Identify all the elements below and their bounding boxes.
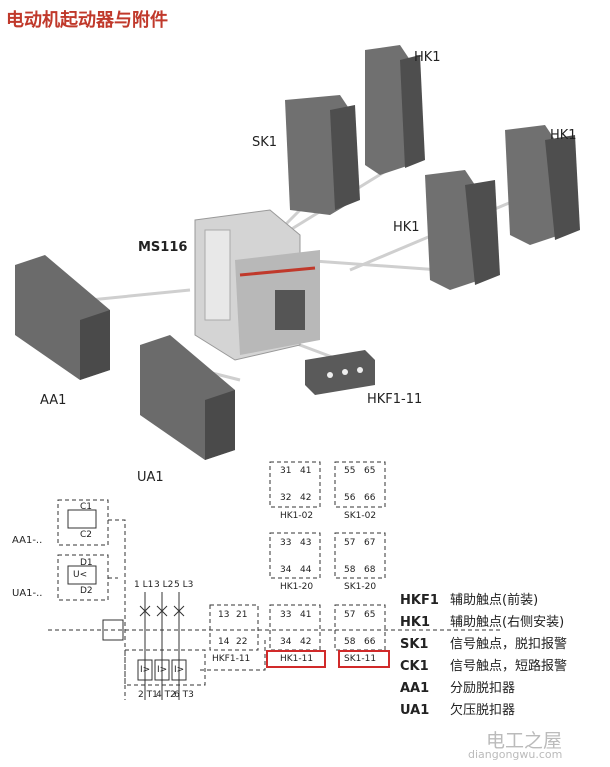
highlight-hk1-11 — [266, 650, 326, 668]
pin: 41 — [300, 466, 312, 476]
pin: 33 — [280, 538, 292, 548]
highlight-sk1-11 — [338, 650, 390, 668]
schematic-d2: D2 — [80, 586, 93, 596]
contact-sk1-20-name: SK1-20 — [344, 582, 377, 592]
ua1-module — [140, 335, 235, 460]
pin: 65 — [364, 610, 376, 620]
contact-sk1-02-name: SK1-02 — [344, 511, 377, 521]
pin: 41 — [300, 610, 312, 620]
pin: 66 — [364, 493, 376, 503]
contact-sk1-11-name: SK1-11 — [344, 654, 377, 664]
pin: 44 — [300, 565, 312, 575]
schematic-term-bottom: 4 T2 — [156, 690, 176, 700]
schematic-term-bottom: 2 T1 — [138, 690, 158, 700]
pin: 56 — [344, 493, 356, 503]
pin: 67 — [364, 538, 376, 548]
pin: 33 — [280, 610, 292, 620]
pin: 32 — [280, 493, 292, 503]
schematic-term-bottom: 6 T3 — [174, 690, 194, 700]
hk1-top-module — [365, 45, 425, 175]
pin: 57 — [344, 538, 356, 548]
schematic-trip: I> — [174, 665, 185, 675]
contact-hk1-20-name: HK1-20 — [280, 582, 314, 592]
aa1-module — [15, 255, 110, 380]
schematic-c2: C2 — [80, 530, 93, 540]
label-hk1-right: HK1 — [550, 128, 577, 143]
ms116-breaker — [194, 209, 320, 361]
hk1-right-module — [505, 125, 580, 245]
label-ua1: UA1 — [137, 470, 164, 485]
pin: 68 — [364, 565, 376, 575]
page-title: 电动机起动器与附件 — [6, 10, 168, 31]
pin: 66 — [364, 637, 376, 647]
schematic-aa1-label: AA1-.. — [12, 535, 43, 546]
contact-hkf1-11-name: HKF1-11 — [212, 654, 251, 664]
pin: 34 — [280, 637, 292, 647]
label-aa1: AA1 — [40, 393, 67, 408]
schematic-term-top: 3 L2 — [154, 580, 174, 590]
pin: 65 — [364, 466, 376, 476]
pin: 13 — [218, 610, 230, 620]
label-hk1-mid: HK1 — [393, 220, 420, 235]
label-hk1-top: HK1 — [414, 50, 441, 65]
pin: 42 — [300, 637, 312, 647]
schematic-ua1-label: UA1-.. — [12, 588, 43, 599]
sk1-module — [285, 95, 360, 215]
pin: 21 — [236, 610, 248, 620]
label-sk1: SK1 — [252, 135, 278, 150]
watermark-text: 电工之屋 — [486, 730, 563, 752]
pin: 31 — [280, 466, 292, 476]
pin: 58 — [344, 637, 356, 647]
schematic-u: U< — [73, 570, 88, 580]
pin: 14 — [218, 637, 230, 647]
pin: 42 — [300, 493, 312, 503]
schematic-term-top: 1 L1 — [134, 580, 154, 590]
pin: 22 — [236, 637, 248, 647]
pin: 43 — [300, 538, 312, 548]
label-hkf1-11: HKF1-11 — [367, 392, 423, 407]
schematic-c1: C1 — [80, 502, 93, 512]
hk1-mid-module — [425, 170, 500, 290]
schematic-d1: D1 — [80, 558, 93, 568]
schematic-trip: I> — [140, 665, 151, 675]
pin: 57 — [344, 610, 356, 620]
pin: 58 — [344, 565, 356, 575]
schematic-term-top: 5 L3 — [174, 580, 194, 590]
contact-hk1-02-name: HK1-02 — [280, 511, 314, 521]
label-ms116: MS116 — [138, 240, 188, 255]
pin: 34 — [280, 565, 292, 575]
watermark-url: diangongwu.com — [468, 748, 563, 761]
schematic-trip: I> — [157, 665, 168, 675]
pin: 55 — [344, 466, 356, 476]
hkf1-11-block — [305, 350, 375, 395]
contact-hk1-11-name: HK1-11 — [280, 654, 314, 664]
